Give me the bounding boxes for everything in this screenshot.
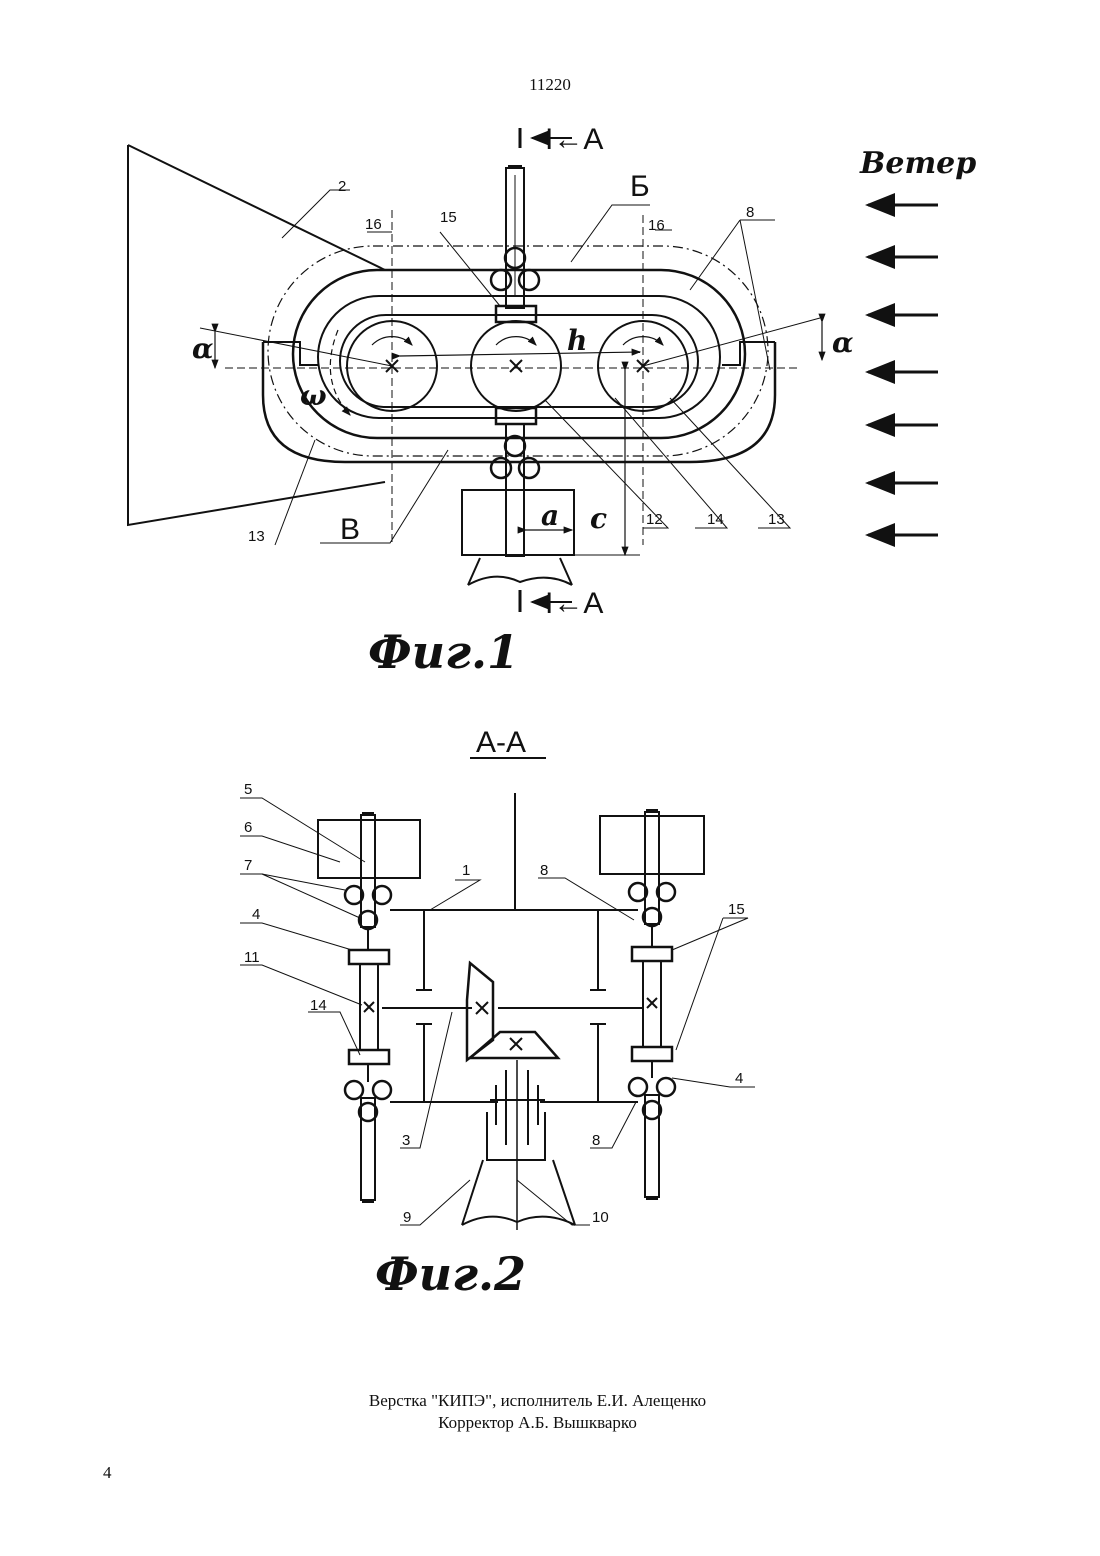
label-12: 12 xyxy=(646,511,663,528)
label-9: 9 xyxy=(403,1209,411,1226)
tail-vane xyxy=(128,145,385,525)
label-14: 14 xyxy=(310,997,327,1014)
label-16-right: 16 xyxy=(648,217,665,234)
label-13-left: 13 xyxy=(248,528,265,545)
symbol-omega: ω xyxy=(300,379,327,412)
figure-1-caption: Фиг.1 xyxy=(368,625,519,679)
label-4-left: 4 xyxy=(252,906,260,923)
symbol-alpha-left: α xyxy=(192,332,214,365)
bevel-gear-upper xyxy=(467,963,493,1060)
right-bearing-bottom xyxy=(632,1047,672,1061)
symbol-a: a xyxy=(541,499,559,532)
right-bearing-top xyxy=(632,947,672,961)
figure-2-caption: Фиг.2 xyxy=(375,1247,526,1301)
left-generator xyxy=(318,820,420,878)
footer-line-1: Верстка "КИПЭ", исполнитель Е.И. Алещенк… xyxy=(0,1390,1075,1412)
left-bearing-bottom xyxy=(349,1050,389,1064)
symbol-h: h xyxy=(567,324,587,357)
label-2: 2 xyxy=(338,178,346,195)
zone-v-label: В xyxy=(340,513,360,546)
label-16-left: 16 xyxy=(365,216,382,233)
footer: Верстка "КИПЭ", исполнитель Е.И. Алещенк… xyxy=(0,1390,1075,1434)
label-8-top: 8 xyxy=(540,862,548,879)
footer-line-2: Корректор А.Б. Вышкварко xyxy=(0,1412,1075,1434)
zone-b-label: Б xyxy=(630,170,650,203)
label-7: 7 xyxy=(244,857,252,874)
label-11: 11 xyxy=(244,949,260,966)
label-15: 15 xyxy=(440,209,457,226)
symbol-c: с xyxy=(590,502,607,535)
label-8-bottom: 8 xyxy=(592,1132,600,1149)
left-shaft-lower xyxy=(361,1098,375,1200)
belt-inner xyxy=(340,315,698,407)
label-14: 14 xyxy=(707,511,724,528)
symbol-alpha-right: α xyxy=(832,326,854,359)
right-shaft-lower xyxy=(645,1095,659,1197)
label-13-right: 13 xyxy=(768,511,785,528)
wind-label: Ветер xyxy=(859,146,976,181)
left-bearing-top xyxy=(349,950,389,964)
label-8: 8 xyxy=(746,204,754,221)
section-title: А-А xyxy=(476,726,526,759)
label-1: 1 xyxy=(462,862,470,879)
label-3: 3 xyxy=(402,1132,410,1149)
label-5: 5 xyxy=(244,781,252,798)
right-generator xyxy=(600,816,704,874)
label-10: 10 xyxy=(592,1209,609,1226)
label-15: 15 xyxy=(728,901,745,918)
label-6: 6 xyxy=(244,819,252,836)
section-mark-top: I←A xyxy=(545,123,603,156)
label-4-right: 4 xyxy=(735,1070,743,1087)
section-mark-bottom: I←A xyxy=(545,587,603,620)
page-number: 4 xyxy=(103,1463,112,1483)
